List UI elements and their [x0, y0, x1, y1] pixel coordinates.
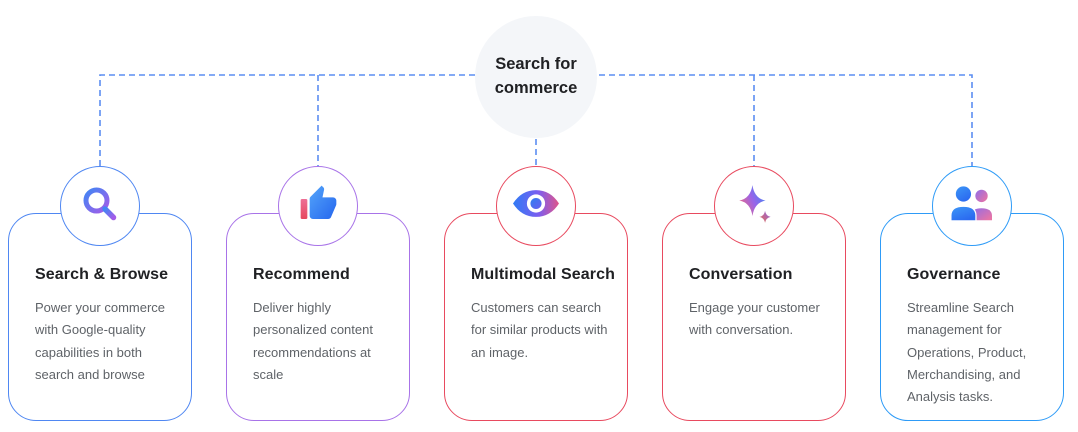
search-icon-circle — [60, 166, 140, 246]
people-icon — [950, 184, 994, 229]
card-multimodal-search: Multimodal Search Customers can search f… — [444, 166, 628, 421]
card-title: Multimodal Search — [471, 266, 615, 283]
card-conversation: Conversation Engage your customer with c… — [662, 166, 846, 421]
card-title: Recommend — [253, 266, 350, 283]
card-description: Power your commerce with Google-quality … — [35, 300, 166, 383]
sparkle-icon-circle — [714, 166, 794, 246]
card-description: Streamline Search management for Operati… — [907, 300, 1027, 405]
card-search-and-browse: Search & Browse Power your commerce with… — [8, 166, 192, 421]
root-node-label: Search for commerce — [494, 55, 578, 97]
card-governance: Governance Streamline Search management … — [880, 166, 1064, 421]
card-recommend: Recommend Deliver highly personalized co… — [226, 166, 410, 421]
thumb-up-icon-circle — [278, 166, 358, 246]
thumb-up-icon — [298, 184, 338, 229]
card-title: Conversation — [689, 266, 793, 283]
card-description: Engage your customer with conversation. — [689, 300, 820, 338]
root-node-search-for-commerce: Search for commerce — [475, 16, 597, 138]
search-icon — [80, 184, 120, 229]
card-title: Governance — [907, 266, 1001, 283]
card-title: Search & Browse — [35, 266, 169, 283]
card-description: Customers can search for similar product… — [471, 300, 608, 360]
eye-icon-circle — [496, 166, 576, 246]
sparkle-icon — [733, 183, 775, 230]
people-icon-circle — [932, 166, 1012, 246]
card-description: Deliver highly personalized content reco… — [253, 300, 373, 383]
eye-icon — [513, 189, 559, 223]
